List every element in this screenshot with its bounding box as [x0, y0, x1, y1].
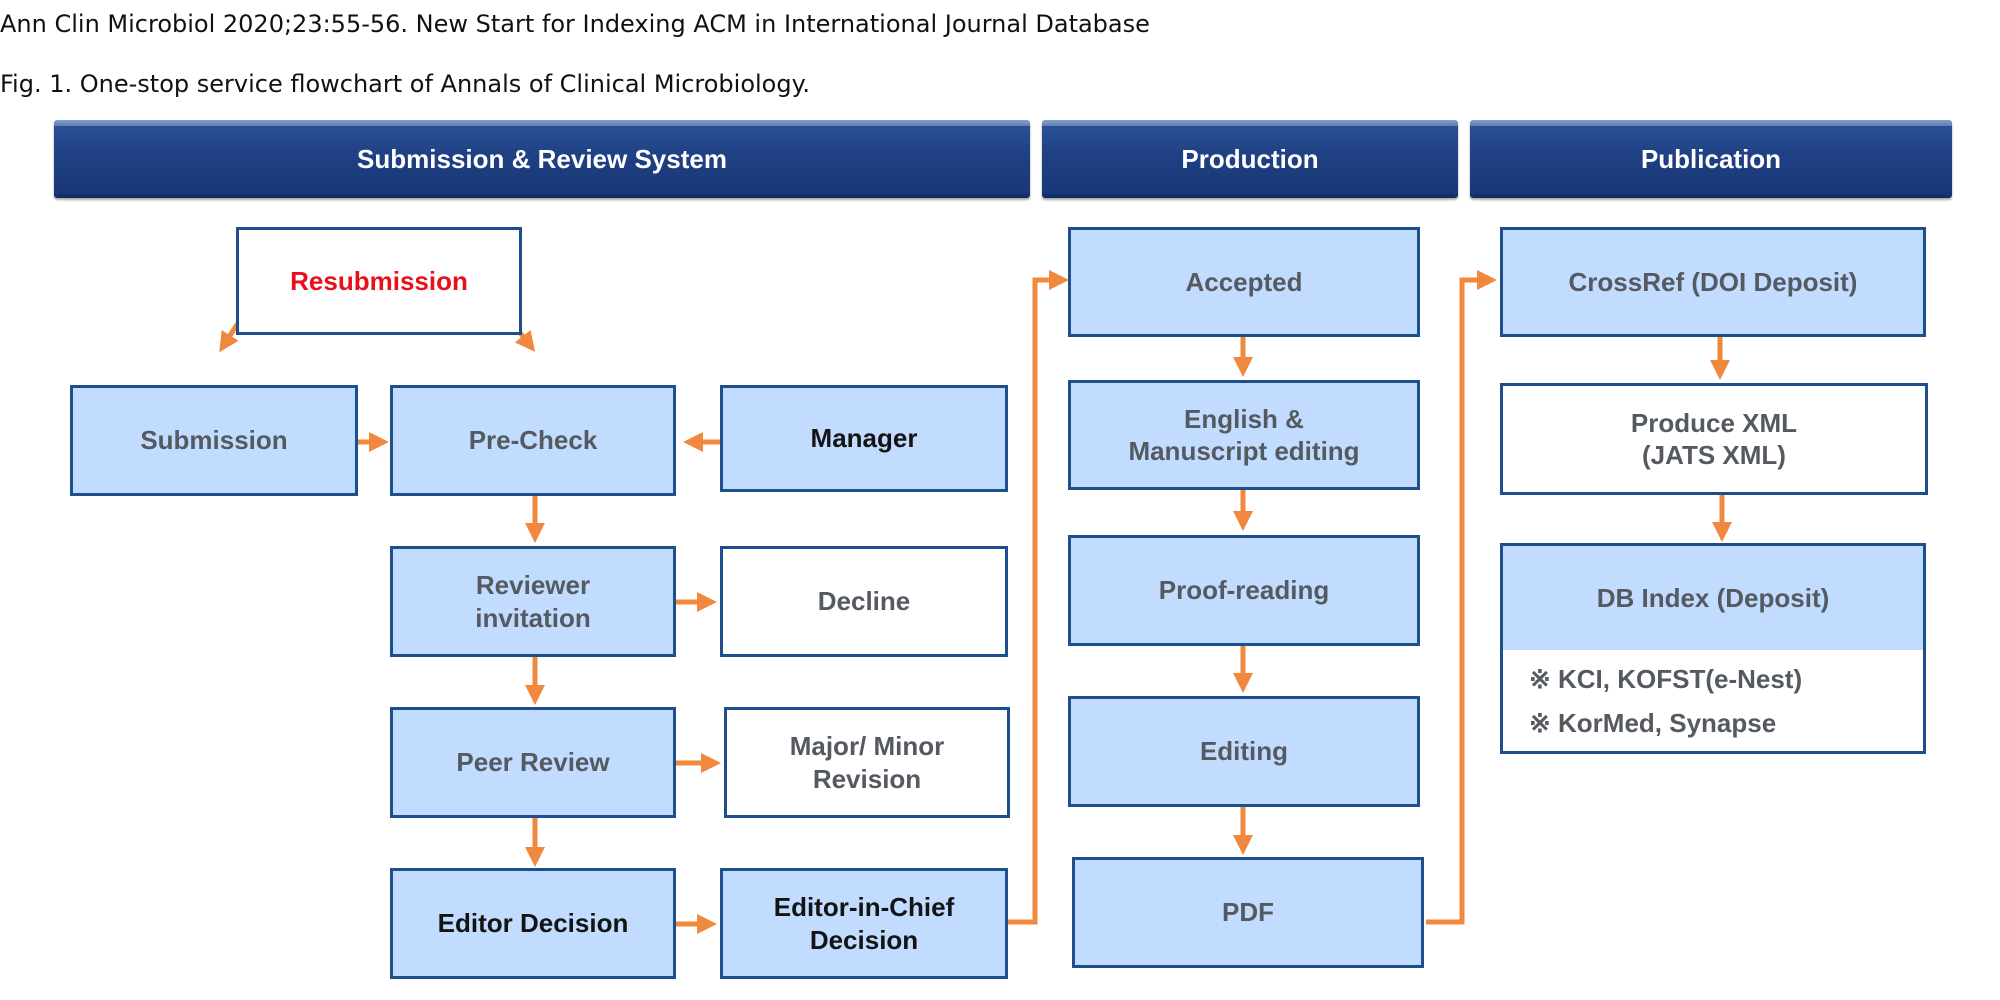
- crossref-label: CrossRef (DOI Deposit): [1568, 266, 1858, 297]
- arrow-eic-to-accepted: [1007, 270, 1069, 925]
- db-index-label: DB Index (Deposit): [1596, 582, 1830, 613]
- produce-xml-label-line2: (JATS XML): [1642, 440, 1786, 470]
- proofreading-label: Proof-reading: [1158, 575, 1330, 606]
- editing-label: Editing: [1199, 736, 1289, 767]
- english-editing-label-line2: Manuscript editing: [1128, 436, 1360, 466]
- pdf-label: PDF: [1222, 897, 1274, 928]
- produce-xml-label-line1: Produce XML: [1630, 407, 1798, 438]
- manager-label: Manager: [810, 423, 918, 454]
- editing-box: Editing: [1068, 696, 1420, 807]
- precheck-box: Pre-Check: [390, 385, 676, 496]
- revision-label-line2: Revision: [812, 763, 922, 794]
- crossref-box: CrossRef (DOI Deposit): [1500, 227, 1926, 337]
- produce-xml-box: Produce XML(JATS XML): [1500, 383, 1928, 495]
- english-editing-box: English &Manuscript editing: [1068, 380, 1420, 490]
- header-submission-review: Submission & Review System: [54, 120, 1030, 198]
- accepted-label: Accepted: [1185, 266, 1303, 297]
- editor-decision-label: Editor Decision: [437, 908, 629, 939]
- manager-box: Manager: [720, 385, 1008, 492]
- header-production-label: Production: [1181, 143, 1319, 174]
- editor-decision-box: Editor Decision: [390, 868, 676, 979]
- revision-label-line1: Major/ Minor: [789, 731, 945, 761]
- peer-review-box: Peer Review: [390, 707, 676, 818]
- accepted-box: Accepted: [1068, 227, 1420, 337]
- decline-box: Decline: [720, 546, 1008, 657]
- figure-caption: Fig. 1. One-stop service flowchart of An…: [0, 70, 810, 98]
- submission-box: Submission: [70, 385, 358, 496]
- db-index-notes: ※ KCI, KOFST(e-Nest) ※ KorMed, Synapse: [1500, 650, 1926, 754]
- header-publication-label: Publication: [1640, 143, 1782, 174]
- db-note-kormed: ※ KorMed, Synapse: [1529, 708, 1777, 738]
- reviewer-invitation-label-line1: Reviewer: [475, 570, 591, 600]
- peer-review-label: Peer Review: [456, 747, 610, 778]
- submission-label: Submission: [140, 425, 288, 456]
- figure-citation: Ann Clin Microbiol 2020;23:55-56. New St…: [0, 10, 1150, 38]
- decline-label: Decline: [817, 586, 911, 617]
- header-publication: Publication: [1470, 120, 1952, 198]
- resubmission-box: Resubmission: [236, 227, 522, 335]
- db-index-box: DB Index (Deposit): [1500, 543, 1926, 653]
- header-submission-review-label: Submission & Review System: [357, 143, 727, 174]
- resubmission-label: Resubmission: [290, 265, 468, 296]
- eic-decision-label-line2: Decision: [809, 924, 919, 955]
- english-editing-label-line1: English &: [1184, 403, 1304, 434]
- db-note-kci: ※ KCI, KOFST(e-Nest): [1529, 664, 1803, 694]
- eic-decision-label-line1: Editor-in-Chief: [773, 892, 955, 922]
- pdf-box: PDF: [1072, 857, 1424, 968]
- reviewer-invitation-label-line2: invitation: [475, 602, 591, 633]
- arrow-pdf-to-crossref: [1426, 270, 1497, 925]
- header-production: Production: [1042, 120, 1458, 198]
- precheck-label: Pre-Check: [468, 425, 598, 456]
- proofreading-box: Proof-reading: [1068, 535, 1420, 646]
